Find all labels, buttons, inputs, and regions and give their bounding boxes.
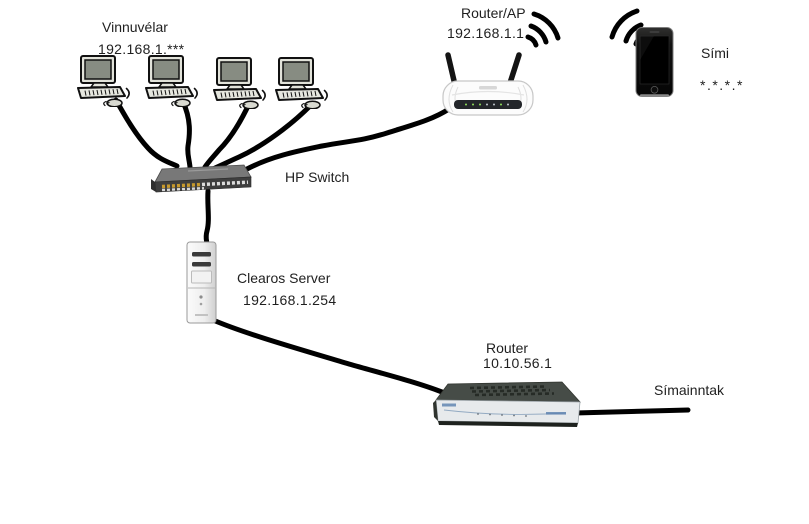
router-ap-ip: 192.168.1.1 xyxy=(447,25,525,41)
switch-label: HP Switch xyxy=(285,169,350,185)
workstations-label: Vinnuvélar xyxy=(102,19,168,35)
cable-switch-routerap xyxy=(244,106,452,172)
tower-server-icon xyxy=(186,241,217,324)
desktop-computer-icon xyxy=(213,57,267,110)
phone-label: Sími xyxy=(701,45,729,61)
clearos-server xyxy=(185,240,219,331)
server-label: Clearos Server xyxy=(237,270,331,286)
router-ap xyxy=(438,48,538,123)
router-ap-label: Router/AP xyxy=(461,5,526,21)
desktop-computer-icon xyxy=(275,57,329,110)
hp-switch xyxy=(148,158,258,203)
phone-line-label: Símainntak xyxy=(654,382,725,398)
dsl-router-icon xyxy=(433,381,581,427)
workstations-ip: 192.168.1.*** xyxy=(98,41,185,57)
phone-ip: *.*.*.* xyxy=(700,77,744,93)
server-ip: 192.168.1.254 xyxy=(243,292,337,308)
cable-server-router xyxy=(210,317,445,395)
network-switch-icon xyxy=(151,164,252,193)
cable-router-simainntak xyxy=(572,407,691,416)
router-label: Router xyxy=(486,340,529,356)
workstation-1 xyxy=(77,55,133,112)
wifi-signal-icon-routerap xyxy=(525,11,561,48)
workstation-2 xyxy=(145,55,201,112)
desktop-computer-icon xyxy=(145,55,199,108)
router xyxy=(428,380,584,437)
workstation-4 xyxy=(275,57,331,114)
wireless-router-icon xyxy=(442,52,534,116)
workstation-3 xyxy=(213,57,269,114)
smartphone-icon xyxy=(635,27,674,97)
desktop-computer-icon xyxy=(77,55,131,108)
router-ip: 10.10.56.1 xyxy=(483,355,553,371)
phone xyxy=(634,26,676,105)
